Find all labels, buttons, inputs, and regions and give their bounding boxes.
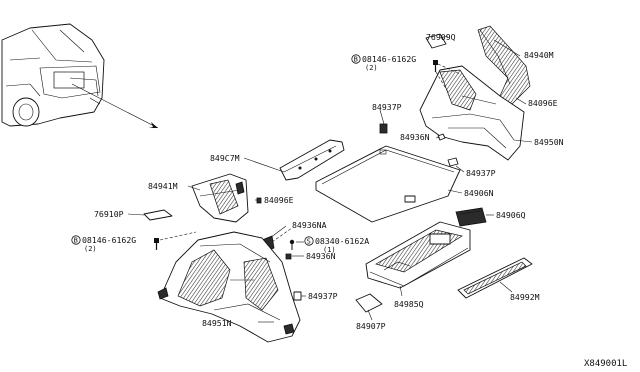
leader-lines — [127, 35, 533, 323]
part-84950N — [419, 65, 525, 161]
clip-84937P-bot — [293, 291, 302, 301]
label-84906N: 84906N — [464, 188, 494, 198]
bolt-left — [154, 238, 159, 250]
svg-text:B: B — [74, 237, 78, 245]
label-84937P-mid: 84937P — [466, 168, 496, 178]
clip-84937P-mid — [447, 157, 459, 167]
label-84096E-top: 84096E — [528, 98, 558, 108]
label-84941M: 84941M — [148, 181, 178, 191]
label-84985Q: 84985Q — [394, 299, 424, 309]
screw-symbol: S — [304, 236, 314, 246]
part-849C7M — [279, 139, 345, 181]
screw-part — [289, 239, 295, 250]
label-84937P-bot: 84937P — [308, 291, 338, 301]
bolt-symbol-left: B — [71, 235, 81, 245]
label-screw-qty: (1) — [323, 246, 336, 254]
label-76909Q: 76909Q — [426, 32, 456, 42]
part-84907P — [355, 293, 383, 313]
label-76910P: 76910P — [94, 209, 124, 219]
diagram-reference-code: X849001L — [584, 359, 627, 369]
label-screw: 08340-6162A — [315, 236, 369, 246]
part-76910P — [143, 209, 173, 221]
label-84992M: 84992M — [510, 292, 540, 302]
vehicle-arrow-head — [149, 122, 158, 128]
label-84936N-bot: 84936N — [306, 251, 336, 261]
label-bolt-left-qty: (2) — [84, 245, 97, 253]
clip-84937P-top — [379, 123, 388, 134]
clip-84936N-bot — [285, 253, 292, 260]
bolt-symbol-top: B — [351, 54, 361, 64]
label-849C7M: 849C7M — [210, 153, 240, 163]
label-bolt-left: 08146-6162G — [82, 235, 136, 245]
label-bolt-top: 08146-6162G — [362, 54, 416, 64]
label-84940M: 84940M — [524, 50, 554, 60]
clip-84096E-left — [256, 197, 262, 204]
label-84907P: 84907P — [356, 321, 386, 331]
label-84906Q: 84906Q — [496, 210, 526, 220]
clip-84936N-top — [437, 133, 446, 141]
svg-text:S: S — [307, 238, 311, 246]
part-84951N — [157, 231, 301, 343]
label-84936N-top: 84936N — [400, 132, 430, 142]
svg-text:B: B — [354, 56, 358, 64]
label-bolt-top-qty: (2) — [365, 64, 378, 72]
label-84950N: 84950N — [534, 137, 564, 147]
part-84906Q — [455, 207, 487, 227]
label-84937P-top: 84937P — [372, 102, 402, 112]
part-84992M — [457, 257, 533, 299]
label-84096E-left: 84096E — [264, 195, 294, 205]
part-84941M — [191, 173, 249, 223]
part-84906N — [315, 145, 461, 223]
vehicle-rear-view — [1, 23, 105, 127]
vehicle-arrow — [71, 83, 159, 129]
label-84936NA: 84936NA — [292, 220, 327, 230]
bolt-top — [433, 60, 438, 72]
label-84951N: 84951N — [202, 318, 232, 328]
part-84985Q — [365, 221, 471, 289]
